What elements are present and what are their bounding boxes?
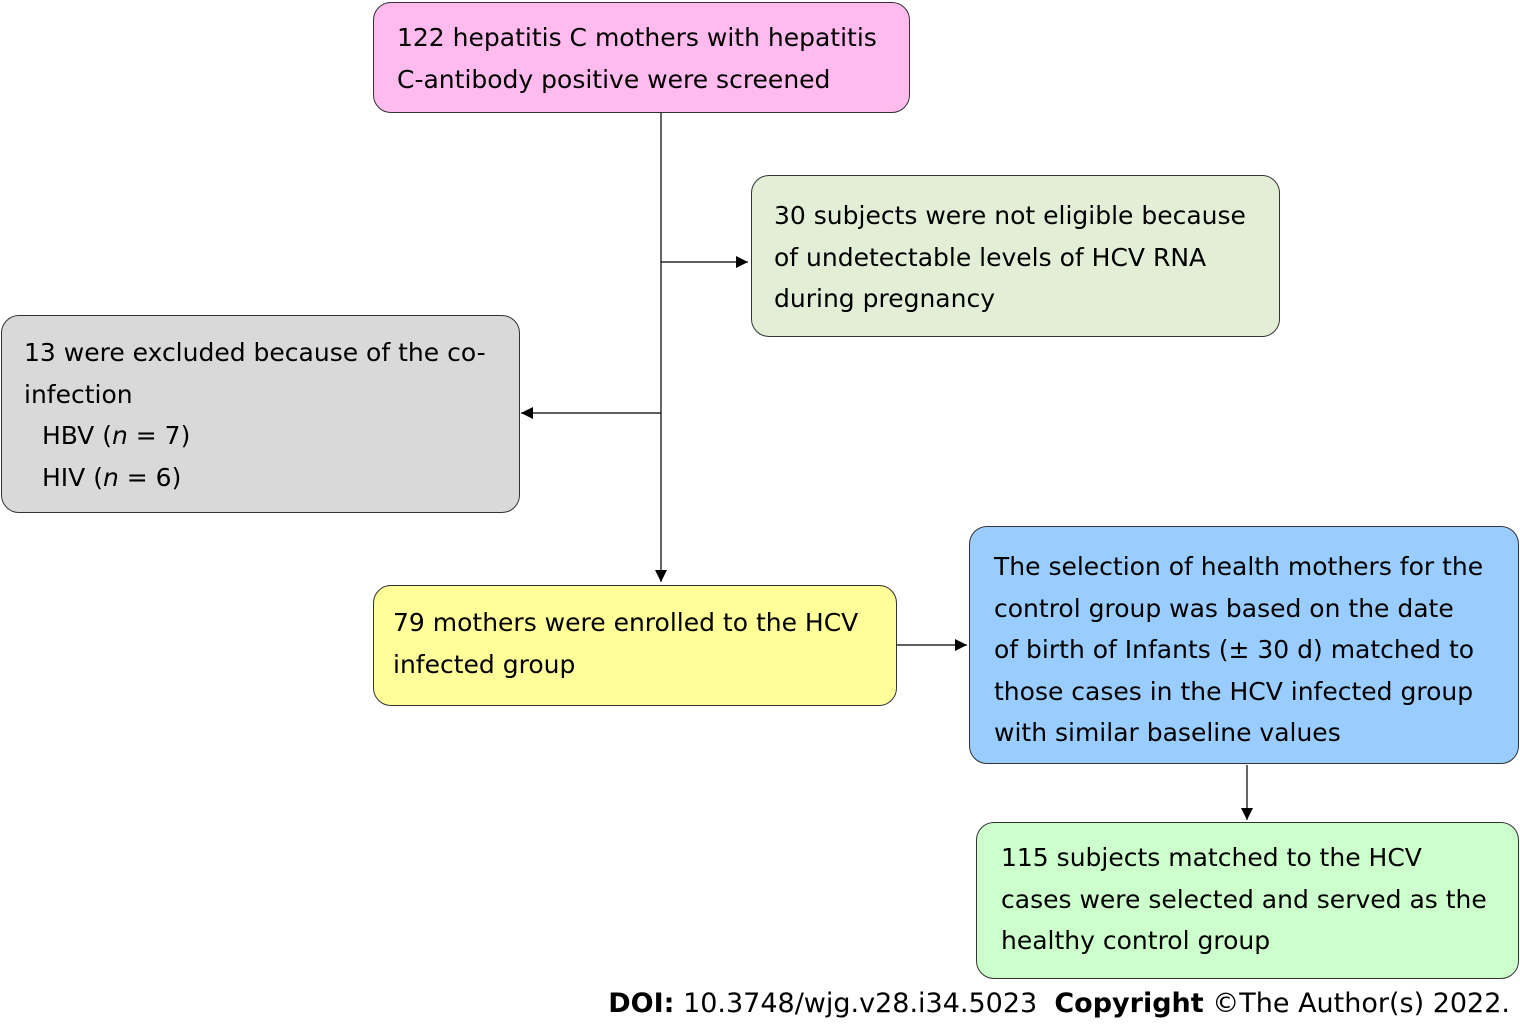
selection-box: The selection of health mothers for the … [969,526,1519,764]
excluded-line-2: infection [24,379,133,409]
selection-line-1: The selection of health mothers for the [994,552,1484,581]
selection-line-2: control group was based on the date [994,593,1454,623]
not-eligible-line-3: during pregnancy [774,284,995,313]
not-eligible-line-2: of undetectable levels of HCV RNA [774,242,1207,272]
selection-line-3: of birth of Infants (± 30 d) matched to [994,635,1475,664]
hiv-n: n [102,462,119,492]
control-box: 115 subjects matched to the HCV cases we… [976,822,1519,979]
control-line-1: 115 subjects matched to the HCV [1001,843,1422,872]
hiv-prefix: HIV ( [42,462,103,492]
hiv-suffix: = 6) [118,462,182,492]
control-line-3: healthy control group [1001,926,1271,955]
selection-line-5: with similar baseline values [994,718,1341,747]
doi-value: 10.3748/wjg.v28.i34.5023 [683,988,1038,1019]
excluded-line-1: 13 were excluded because of the co- [24,338,486,367]
hbv-n: n [111,421,128,450]
screened-line-2: C-antibody positive were screened [397,64,831,94]
not-eligible-box: 30 subjects were not eligible because of… [751,175,1280,337]
hbv-prefix: HBV ( [42,421,112,450]
citation-footer: DOI: 10.3748/wjg.v28.i34.5023 Copyright … [608,984,1510,1024]
enrolled-line-1: 79 mothers were enrolled to the HCV [393,608,859,637]
excluded-hiv-line: HIV (n = 6) [24,457,519,499]
enrolled-line-2: infected group [393,649,576,679]
copyright-label: Copyright [1054,988,1204,1019]
copyright-value: ©The Author(s) 2022. [1212,988,1510,1019]
excluded-hbv-line: HBV (n = 7) [24,415,519,457]
excluded-box: 13 were excluded because of the co- infe… [1,315,520,513]
not-eligible-line-1: 30 subjects were not eligible because [774,201,1246,230]
selection-line-4: those cases in the HCV infected group [994,676,1474,706]
control-line-2: cases were selected and served as the [1001,884,1487,914]
screened-line-1: 122 hepatitis C mothers with hepatitis [397,23,877,52]
hbv-suffix: = 7) [127,421,191,450]
enrolled-box: 79 mothers were enrolled to the HCV infe… [373,585,897,706]
screened-box: 122 hepatitis C mothers with hepatitis C… [373,2,910,113]
doi-label: DOI: [608,988,675,1019]
